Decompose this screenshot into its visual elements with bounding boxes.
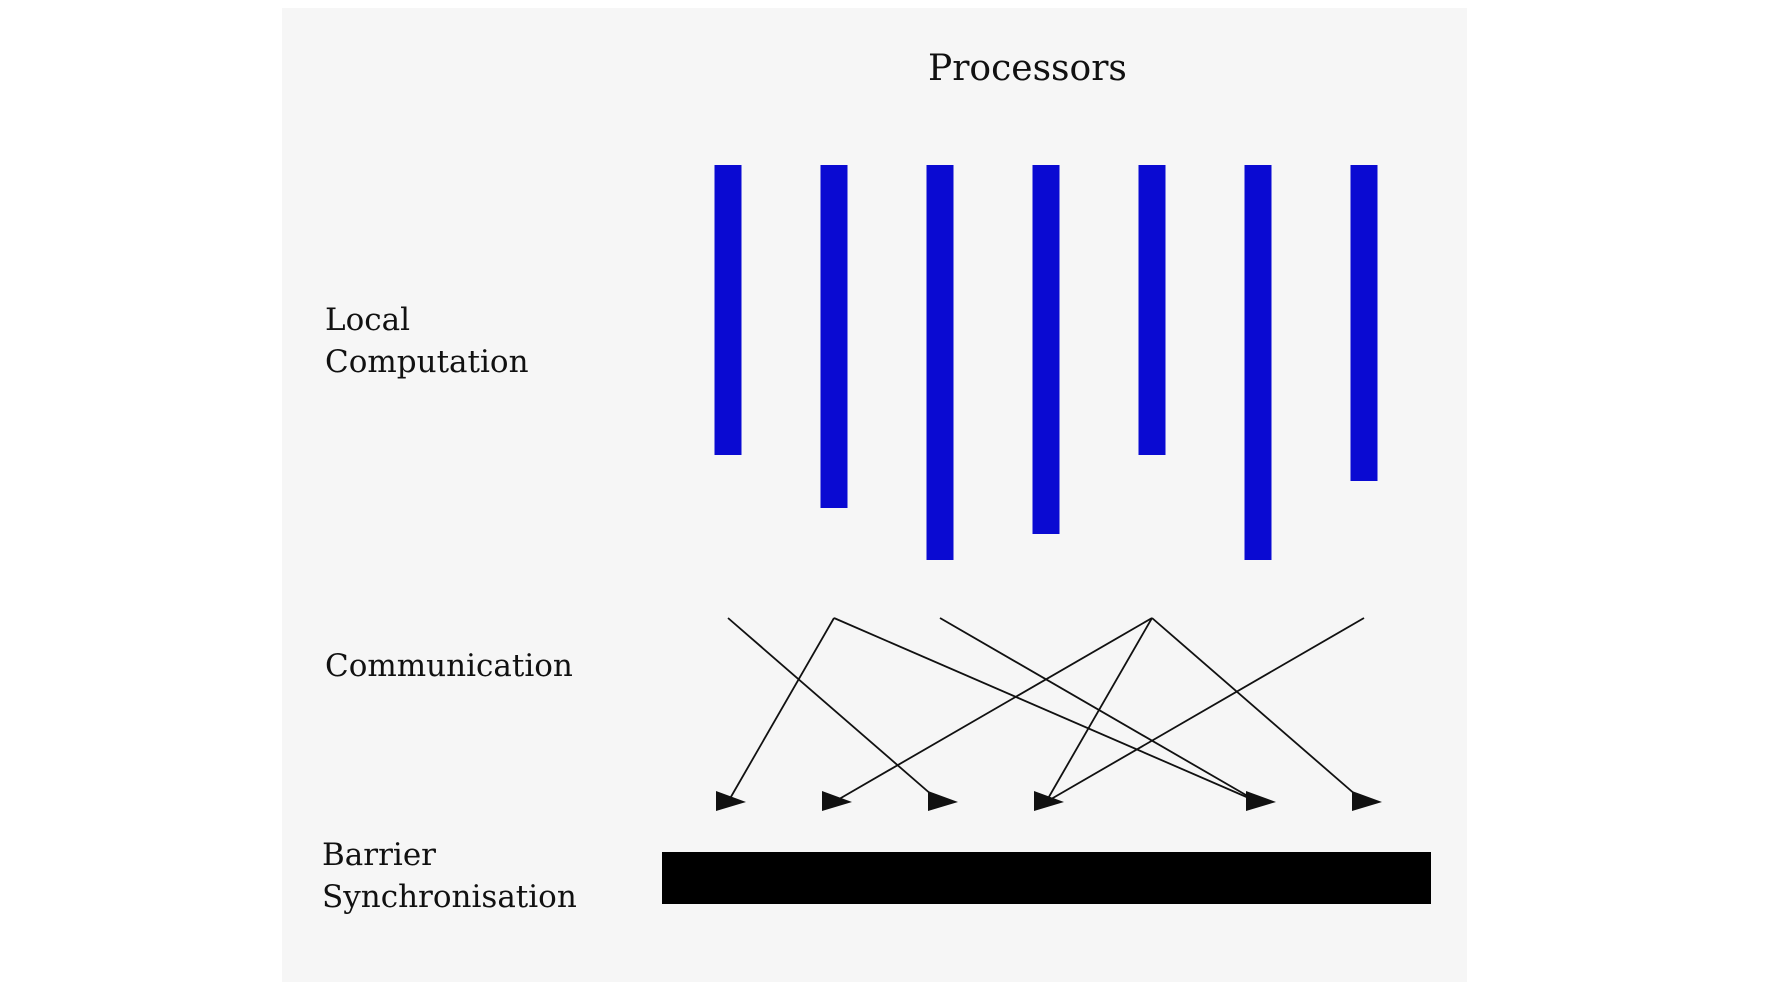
processor-bar-5	[1138, 165, 1166, 455]
processor-bar-6	[1244, 165, 1272, 560]
arrow-head-processor-6	[1246, 791, 1276, 811]
arrow-heads	[716, 791, 1382, 811]
processor-bar-2	[820, 165, 848, 508]
message-arrow-5-to-2	[833, 617, 1153, 803]
arrow-head-processor-7	[1352, 791, 1382, 811]
message-arrow-5-to-7	[1151, 617, 1365, 803]
communication-label: Communication	[325, 648, 573, 684]
message-arrow-2-to-6	[833, 617, 1259, 803]
local-computation-label-line1: Local	[325, 302, 411, 338]
barrier-label-line2: Synchronisation	[322, 878, 577, 915]
local-computation-label-line2: Computation	[325, 343, 529, 380]
processor-bar-1	[714, 165, 742, 455]
barrier-synchronisation-bar	[662, 852, 1431, 904]
message-arrow-1-to-3	[727, 617, 941, 803]
arrow-head-processor-1	[716, 791, 746, 811]
processor-bars	[714, 165, 1378, 560]
processor-bar-4	[1032, 165, 1060, 534]
arrow-head-processor-4	[1034, 791, 1064, 811]
message-arrow-2-to-1	[727, 617, 835, 803]
barrier-synchronisation-label: Barrier Synchronisation	[322, 835, 577, 919]
message-arrow-7-to-4	[1045, 617, 1365, 803]
message-arrow-5-to-4	[1045, 617, 1153, 803]
arrow-head-processor-2	[822, 791, 852, 811]
barrier-label-line1: Barrier	[322, 837, 436, 873]
arrow-head-processor-3	[928, 791, 958, 811]
processor-bar-3	[926, 165, 954, 560]
processor-bar-7	[1350, 165, 1378, 481]
communication-arrows	[727, 617, 1365, 803]
local-computation-label: Local Computation	[325, 300, 529, 384]
diagram-title: Processors	[928, 48, 1127, 89]
